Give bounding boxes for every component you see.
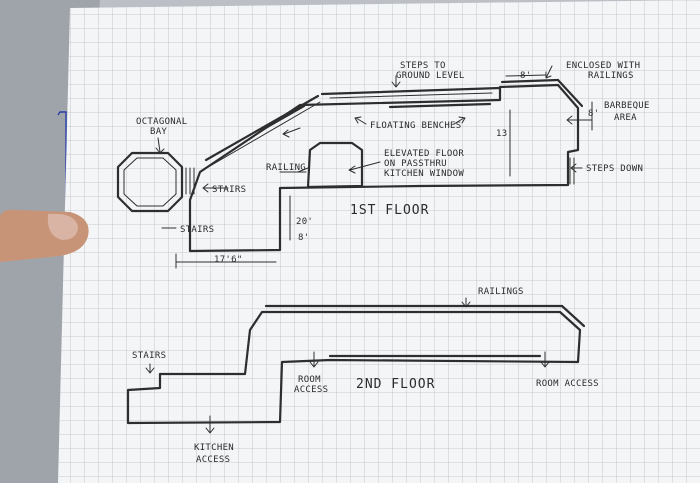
main-deck: [188, 83, 580, 253]
elevated-label-line2: ON PASSTHRU: [384, 159, 447, 169]
octagonal-bay: [116, 151, 184, 213]
bench-diagonal-1: [204, 94, 320, 162]
steps-down-label: STEPS DOWN: [586, 164, 643, 174]
second-floor-plan: [126, 297, 586, 434]
dim-13: 13': [496, 129, 513, 139]
kitchen-label-line2: ACCESS: [196, 455, 230, 465]
elevated-label-line1: ELEVATED FLOOR: [384, 149, 464, 159]
first-floor-arrows: [155, 65, 593, 229]
stairs-label-2: STAIRS: [180, 225, 214, 235]
octagonal-bay-inner: [123, 157, 177, 207]
bay-stairs: [185, 167, 195, 195]
first-floor-title: 1ST FLOOR: [350, 203, 429, 218]
bench-top-1: [320, 86, 502, 96]
floating-benches-label: FLOATING BENCHES: [370, 121, 462, 131]
elevated-floor: [306, 141, 364, 189]
dim-top: 8': [520, 71, 531, 81]
room-access-arrow-right: [540, 351, 550, 368]
room-access-left-line2: ACCESS: [294, 385, 328, 395]
stairs-label-2nd: STAIRS: [132, 351, 166, 361]
dim-8: 8': [298, 233, 309, 243]
steps-label-line1: STEPS TO: [400, 61, 446, 71]
labels: STEPS TO GROUND LEVEL ENCLOSED WITH RAIL…: [132, 61, 650, 465]
bench-diagonal-3: [260, 104, 306, 132]
room-access-left-line1: ROOM: [298, 375, 321, 385]
bench-top-2: [329, 92, 493, 99]
second-floor-deck: [126, 310, 582, 425]
octagonal-label-line2: BAY: [150, 127, 167, 137]
room-access-right: ROOM ACCESS: [536, 379, 599, 389]
railing-label: RAILING: [266, 163, 306, 173]
kitchen-access-arrow: [205, 415, 215, 434]
dim-right: 8': [588, 109, 599, 119]
octagonal-label-line1: OCTAGONAL: [136, 117, 187, 127]
kitchen-label-line1: KITCHEN: [194, 443, 234, 453]
barbeque-label-line1: BARBEQUE: [604, 101, 650, 111]
stairs-label-1: STAIRS: [212, 185, 246, 195]
elevated-label-line3: KITCHEN WINDOW: [384, 169, 464, 179]
dim-bottom: 17'6": [214, 255, 243, 265]
enclosed-label-line2: RAILINGS: [588, 71, 634, 81]
bench-top-3: [388, 102, 492, 109]
stairs-arrow: [145, 363, 155, 374]
second-floor-railing-corner: [560, 304, 586, 328]
railings-arrow: [461, 297, 471, 308]
blue-pen-mark: [57, 111, 67, 205]
second-floor-title: 2ND FLOOR: [356, 377, 435, 392]
railing-corner-2: [556, 78, 584, 108]
first-floor-plan: [116, 74, 593, 269]
steps-label-line2: GROUND LEVEL: [396, 71, 465, 81]
railing-corner: [500, 78, 560, 84]
room-access-arrow-left: [309, 351, 319, 368]
barbeque-label-line2: AREA: [614, 113, 637, 123]
fingernail: [47, 213, 78, 240]
dim-line-8-top: [505, 74, 547, 77]
dim-20: 20': [296, 217, 313, 227]
railings-label: RAILINGS: [478, 287, 524, 297]
bench-diagonal-2: [209, 101, 321, 167]
enclosed-label-line1: ENCLOSED WITH: [566, 61, 640, 71]
